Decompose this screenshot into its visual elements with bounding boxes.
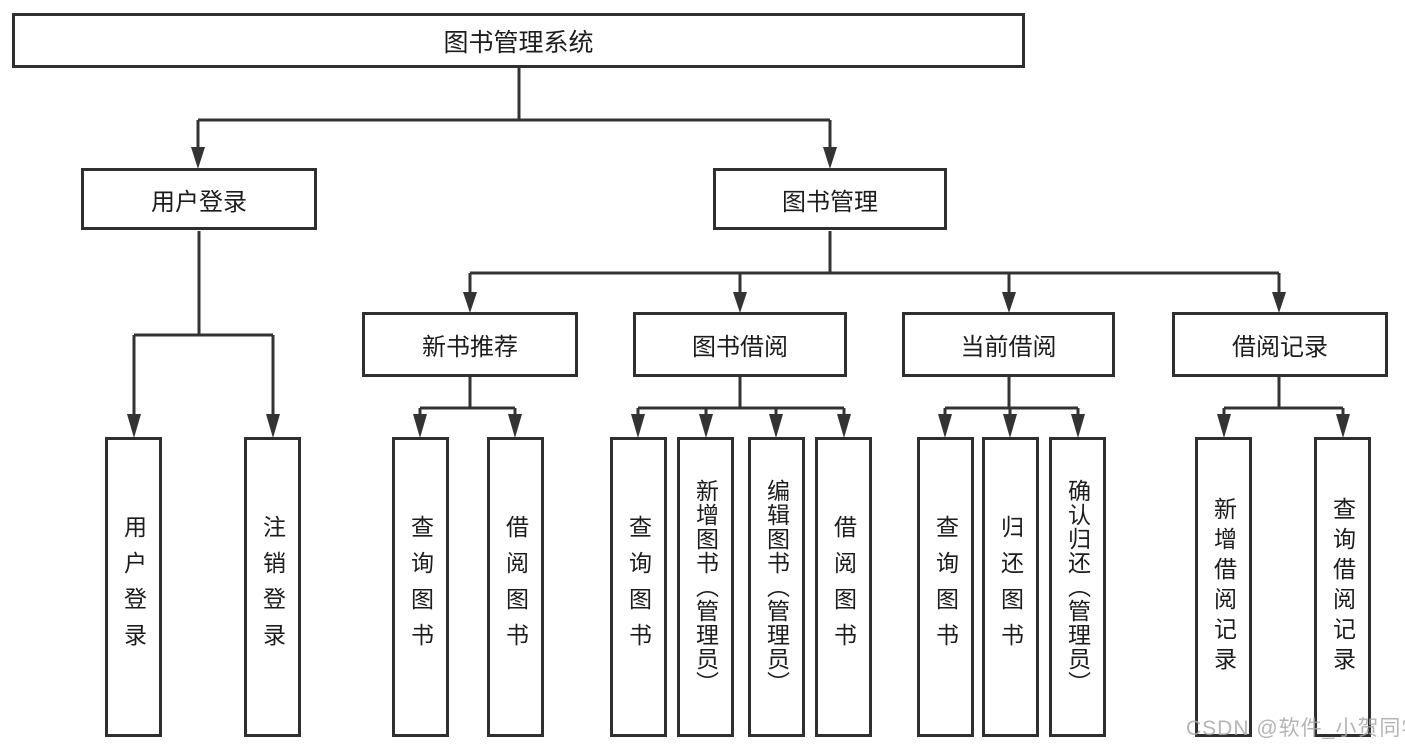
leaf-query-borrow-record-label: 查询借阅记录: [1329, 497, 1356, 677]
arrowheads: [127, 147, 1350, 438]
leaf-return-books-label: 归还图书: [997, 515, 1024, 659]
leaf-logout: 注销登录: [244, 437, 301, 737]
leaf-borrow-books-borrowing: 借阅图书: [815, 437, 872, 737]
node-user-login: 用户登录: [81, 168, 317, 230]
leaf-logout-label: 注销登录: [259, 515, 286, 659]
leaf-query-books-recommend: 查询图书: [392, 437, 449, 737]
leaf-edit-book-admin-label: 编辑图书（管理员）: [763, 479, 790, 695]
leaf-user-login: 用户登录: [105, 437, 162, 737]
leaf-confirm-return-admin: 确认归还（管理员）: [1049, 437, 1106, 737]
csdn-watermark: CSDN @软件_小贺同学: [1186, 717, 1405, 740]
leaf-query-borrow-record: 查询借阅记录: [1314, 437, 1371, 737]
node-library-management-system: 图书管理系统: [12, 13, 1025, 68]
leaf-edit-book-admin: 编辑图书（管理员）: [748, 437, 805, 737]
node-new-book-recommendation: 新书推荐: [362, 312, 578, 377]
leaf-query-books-recommend-label: 查询图书: [407, 515, 434, 659]
leaf-return-books: 归还图书: [982, 437, 1039, 737]
node-book-borrowing: 图书借阅: [633, 312, 847, 377]
leaf-add-borrow-record-label: 新增借阅记录: [1210, 497, 1237, 677]
node-book-management: 图书管理: [713, 168, 947, 230]
leaf-borrow-books-recommend-label: 借阅图书: [502, 515, 529, 659]
leaf-query-books-borrowing: 查询图书: [610, 437, 667, 737]
leaf-add-book-admin: 新增图书（管理员）: [677, 437, 734, 737]
leaf-confirm-return-admin-label: 确认归还（管理员）: [1064, 479, 1091, 695]
leaf-user-login-label: 用户登录: [120, 515, 147, 659]
node-borrowing-records: 借阅记录: [1172, 312, 1388, 377]
leaf-query-books-borrowing-label: 查询图书: [625, 515, 652, 659]
leaf-add-borrow-record: 新增借阅记录: [1195, 437, 1252, 737]
leaf-add-book-admin-label: 新增图书（管理员）: [692, 479, 719, 695]
node-current-borrowing: 当前借阅: [902, 312, 1115, 377]
leaf-borrow-books-recommend: 借阅图书: [487, 437, 544, 737]
leaf-borrow-books-borrowing-label: 借阅图书: [830, 515, 857, 659]
leaf-query-books-current-label: 查询图书: [932, 515, 959, 659]
leaf-query-books-current: 查询图书: [917, 437, 974, 737]
